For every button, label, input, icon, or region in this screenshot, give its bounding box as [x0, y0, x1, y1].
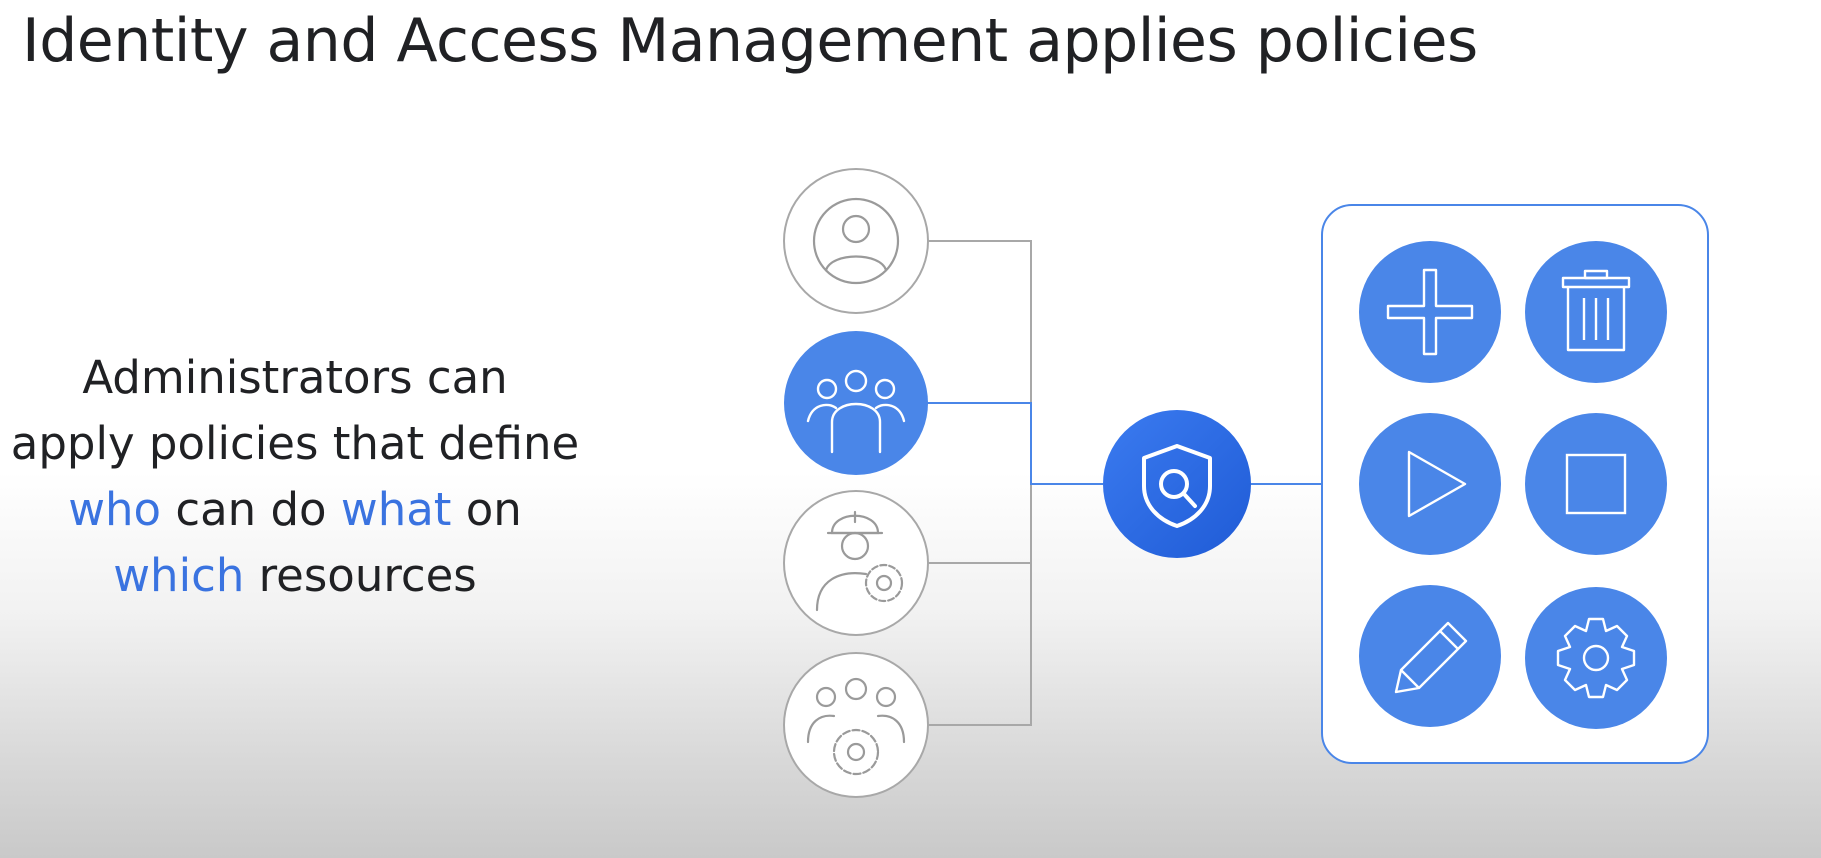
caption-line-2: apply policies that define: [10, 417, 580, 470]
shield-search-icon: [1142, 444, 1212, 528]
principal-worker: [783, 490, 929, 636]
group-icon: [806, 369, 906, 454]
slide-title: Identity and Access Management applies p…: [22, 6, 1478, 76]
pencil-icon: [1394, 621, 1468, 694]
action-delete: [1525, 241, 1667, 383]
action-edit: [1359, 585, 1501, 727]
caption-on: on: [451, 483, 522, 536]
caption-text: Administrators can apply policies that d…: [0, 345, 590, 609]
stop-icon: [1565, 453, 1627, 515]
caption-line-1: Administrators can: [82, 351, 508, 404]
group-gear-icon: [806, 677, 906, 776]
action-stop: [1525, 413, 1667, 555]
policy-node: [1103, 410, 1251, 558]
gear-icon: [1556, 617, 1636, 699]
action-add: [1359, 241, 1501, 383]
principal-group-gear: [783, 652, 929, 798]
add-icon: [1386, 268, 1474, 356]
caption-what: what: [340, 483, 452, 536]
caption-resources: resources: [244, 549, 477, 602]
caption-line-4: which resources: [0, 543, 590, 609]
action-configure: [1525, 587, 1667, 729]
principal-group: [784, 331, 928, 475]
connector-user: [928, 240, 1032, 484]
trash-icon: [1561, 269, 1631, 352]
play-icon: [1407, 450, 1467, 518]
caption-who: who: [68, 483, 162, 536]
connector-group-gear: [928, 484, 1032, 726]
caption-can-do: can do: [161, 483, 341, 536]
caption-line-3: who can do what on: [0, 477, 590, 543]
connector-lines: [926, 240, 1322, 726]
principal-user: [783, 168, 929, 314]
connector-group: [926, 402, 1103, 485]
caption-which: which: [113, 549, 245, 602]
worker-gear-icon: [815, 510, 904, 612]
user-icon: [812, 197, 900, 285]
action-start: [1359, 413, 1501, 555]
